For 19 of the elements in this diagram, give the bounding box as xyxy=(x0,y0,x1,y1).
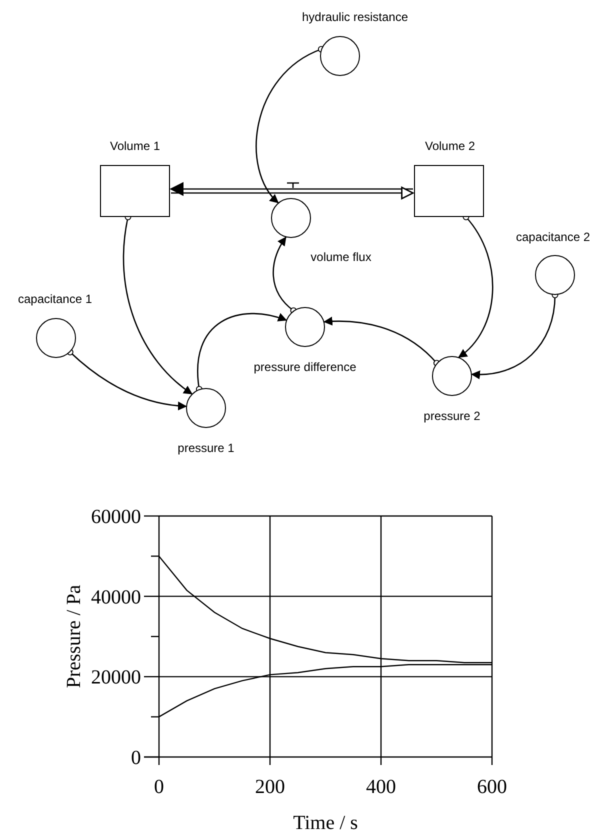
node-label: pressure 1 xyxy=(178,441,234,455)
tick-label: 0 xyxy=(154,776,164,798)
axis-title: Time / s xyxy=(293,812,358,834)
node-label: Volume 2 xyxy=(424,139,476,153)
axis-title: Pressure / Pa xyxy=(63,584,85,688)
node-label: hydraulic resistance xyxy=(302,10,408,24)
node-label: capacitance 1 xyxy=(18,292,92,306)
tick-label: 0 xyxy=(131,747,141,769)
tick-label: 600 xyxy=(477,776,507,798)
tick-label: 400 xyxy=(366,776,396,798)
tick-label: 20000 xyxy=(91,666,141,689)
node-label: pressure difference xyxy=(254,360,356,374)
node-label: capacitance 2 xyxy=(516,230,590,244)
node-label: pressure 2 xyxy=(424,409,480,423)
tick-label: 60000 xyxy=(91,506,141,528)
node-label: volume flux xyxy=(310,250,372,264)
node-label: Volume 1 xyxy=(110,139,160,153)
tick-label: 200 xyxy=(255,776,285,798)
tick-label: 40000 xyxy=(91,586,141,608)
